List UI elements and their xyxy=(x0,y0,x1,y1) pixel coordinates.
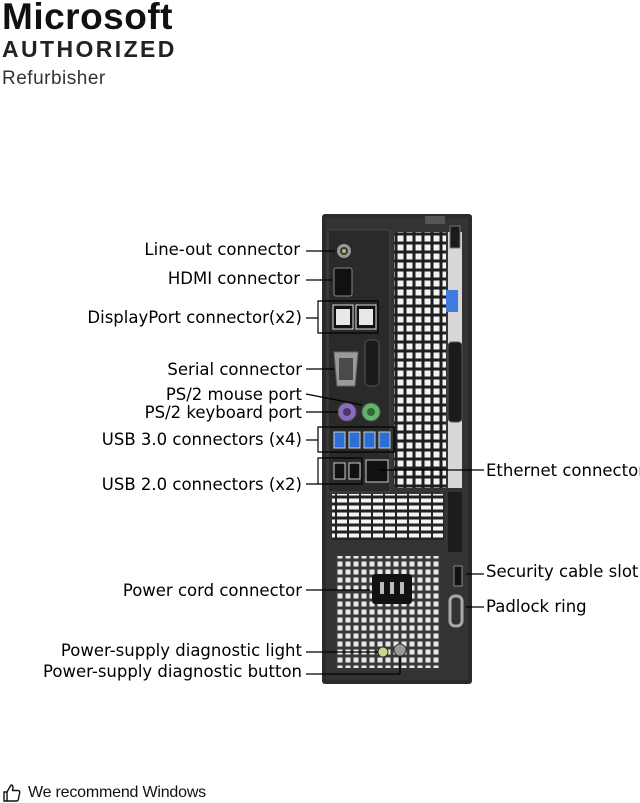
right-leader-lines xyxy=(380,469,484,608)
callout-security-slot: Security cable slot xyxy=(486,562,639,581)
callout-padlock: Padlock ring xyxy=(486,597,587,616)
power-cord-socket xyxy=(372,574,412,604)
footer: We recommend Windows xyxy=(2,783,206,803)
callout-hdmi: HDMI connector xyxy=(167,269,300,288)
footer-text: We recommend Windows xyxy=(28,784,206,801)
callout-usb2: USB 2.0 connectors (x2) xyxy=(101,475,302,494)
callout-psu-button: Power-supply diagnostic button xyxy=(43,662,302,681)
psu-light xyxy=(377,646,389,658)
callout-ps2-keyboard: PS/2 keyboard port xyxy=(144,403,302,422)
callout-usb3: USB 3.0 connectors (x4) xyxy=(101,430,302,449)
expansion-slots xyxy=(332,494,444,540)
callout-serial: Serial connector xyxy=(167,360,302,379)
callout-ethernet: Ethernet connector xyxy=(486,461,640,480)
psu-button xyxy=(393,643,407,657)
leader-lines xyxy=(305,250,401,675)
ps2-ports xyxy=(337,402,381,422)
callout-ps2-mouse: PS/2 mouse port xyxy=(165,385,302,404)
brand-role: Refurbisher xyxy=(2,68,106,89)
hdmi-port xyxy=(333,267,353,297)
line-out-jack xyxy=(337,244,351,258)
callout-power-cord: Power cord connector xyxy=(122,581,302,600)
side-handle xyxy=(447,341,463,423)
usb2-ports xyxy=(333,462,361,480)
callout-psu-light: Power-supply diagnostic light xyxy=(60,641,302,660)
usb3-ports xyxy=(333,431,391,449)
displayport-ports xyxy=(332,304,377,330)
blue-indicator xyxy=(446,290,458,312)
thumbs-up-icon xyxy=(3,784,21,802)
brand-name: Microsoft xyxy=(2,0,173,37)
callout-line-out: Line-out connector xyxy=(144,240,300,259)
ethernet-port xyxy=(365,459,389,483)
serial-port xyxy=(333,351,359,387)
security-slot xyxy=(453,565,463,587)
callout-displayport: DisplayPort connector(x2) xyxy=(87,308,302,327)
top-vent-grid xyxy=(394,232,446,488)
padlock-ring xyxy=(448,594,464,628)
brand-status: AUTHORIZED xyxy=(2,36,177,62)
